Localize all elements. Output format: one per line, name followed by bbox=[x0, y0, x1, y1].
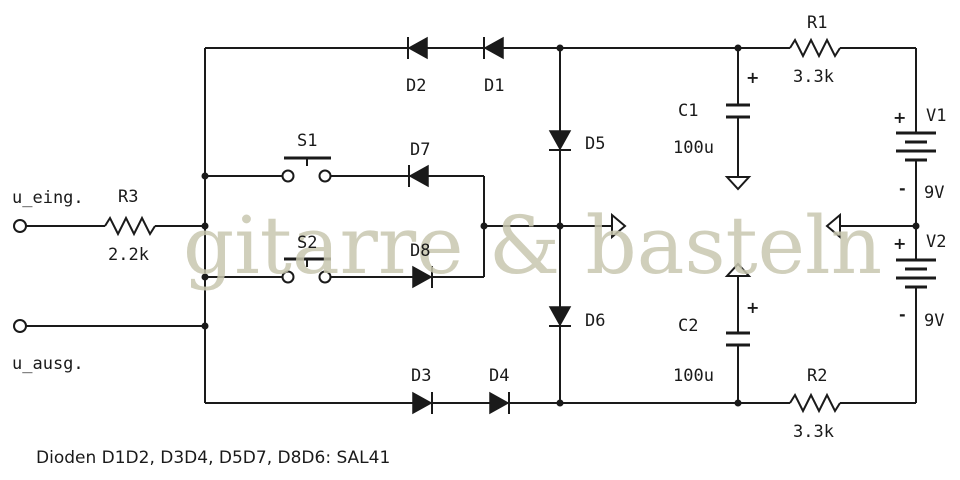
resistor-r1 bbox=[789, 37, 841, 59]
battery-v2 bbox=[896, 258, 936, 289]
diode-d5 bbox=[548, 130, 572, 151]
label-s2: S2 bbox=[297, 233, 317, 253]
label-v2: V2 bbox=[926, 232, 946, 252]
battery-v1 bbox=[896, 131, 936, 162]
polarity-marks: + + + - + - bbox=[746, 68, 906, 324]
junction-dot bbox=[912, 222, 920, 230]
label-d1: D1 bbox=[484, 76, 504, 96]
switch-s1 bbox=[281, 156, 332, 183]
output-terminal bbox=[13, 319, 27, 333]
switch-s2 bbox=[281, 257, 332, 284]
label-d4: D4 bbox=[489, 366, 509, 386]
wires bbox=[25, 47, 917, 404]
label-d7: D7 bbox=[410, 140, 430, 160]
input-terminal bbox=[13, 219, 27, 233]
watermark: gitarre & basteln bbox=[183, 199, 882, 292]
v1-plus-mark: + bbox=[893, 108, 906, 127]
junction-dot bbox=[201, 273, 209, 281]
label-r2-value: 3.3k bbox=[793, 422, 834, 442]
label-d2: D2 bbox=[406, 76, 426, 96]
diode-d8 bbox=[412, 265, 433, 289]
diode-d3 bbox=[412, 391, 433, 415]
capacitor-c2 bbox=[726, 331, 750, 347]
c1-plus-mark: + bbox=[746, 68, 759, 87]
label-d3: D3 bbox=[411, 366, 431, 386]
label-r3-value: 2.2k bbox=[108, 245, 149, 265]
label-s1: S1 bbox=[297, 131, 317, 151]
label-c2: C2 bbox=[678, 316, 698, 336]
junction-dot bbox=[556, 222, 564, 230]
label-r1-value: 3.3k bbox=[793, 67, 834, 87]
junction-dot bbox=[201, 222, 209, 230]
diode-d1 bbox=[483, 36, 504, 60]
label-r1: R1 bbox=[807, 13, 827, 33]
diode-d7 bbox=[408, 164, 429, 188]
diode-d2 bbox=[407, 36, 428, 60]
label-c1-value: 100u bbox=[673, 138, 714, 158]
resistor-r2 bbox=[789, 392, 841, 414]
capacitor-c1 bbox=[726, 103, 750, 119]
label-c2-value: 100u bbox=[673, 366, 714, 386]
label-r2: R2 bbox=[807, 366, 827, 386]
junction-dot bbox=[201, 322, 209, 330]
label-output: u_ausg. bbox=[12, 354, 84, 374]
resistor-r3 bbox=[104, 215, 156, 237]
junction-dot bbox=[556, 399, 564, 407]
ground-symbol-c1 bbox=[724, 176, 752, 191]
v1-minus-mark: - bbox=[899, 179, 906, 198]
junction-dot bbox=[734, 44, 742, 52]
ground-symbol-battery bbox=[825, 212, 841, 240]
junction-dot bbox=[734, 399, 742, 407]
ground-symbol-c2 bbox=[724, 262, 752, 277]
label-input: u_eing. bbox=[12, 188, 84, 208]
labels: D2 D1 R1 3.3k C1 100u D5 V1 9V S1 D7 u_e… bbox=[12, 13, 946, 442]
junction-dot bbox=[556, 44, 564, 52]
label-d8: D8 bbox=[410, 241, 430, 261]
label-c1: C1 bbox=[678, 101, 698, 121]
v2-plus-mark: + bbox=[893, 234, 906, 253]
label-r3: R3 bbox=[118, 187, 138, 207]
label-d5: D5 bbox=[585, 134, 605, 154]
label-v2-value: 9V bbox=[924, 311, 944, 331]
label-v1: V1 bbox=[926, 106, 946, 126]
ground-symbol-mid bbox=[611, 212, 627, 240]
junction-dot bbox=[201, 172, 209, 180]
junctions bbox=[201, 44, 920, 407]
diode-d6 bbox=[548, 306, 572, 327]
v2-minus-mark: - bbox=[899, 305, 906, 324]
c2-plus-mark: + bbox=[746, 298, 759, 317]
label-d6: D6 bbox=[585, 311, 605, 331]
junction-dot bbox=[480, 222, 488, 230]
label-v1-value: 9V bbox=[924, 183, 944, 203]
diode-d4 bbox=[489, 391, 510, 415]
diode-note: Dioden D1D2, D3D4, D5D7, D8D6: SAL41 bbox=[36, 448, 390, 468]
